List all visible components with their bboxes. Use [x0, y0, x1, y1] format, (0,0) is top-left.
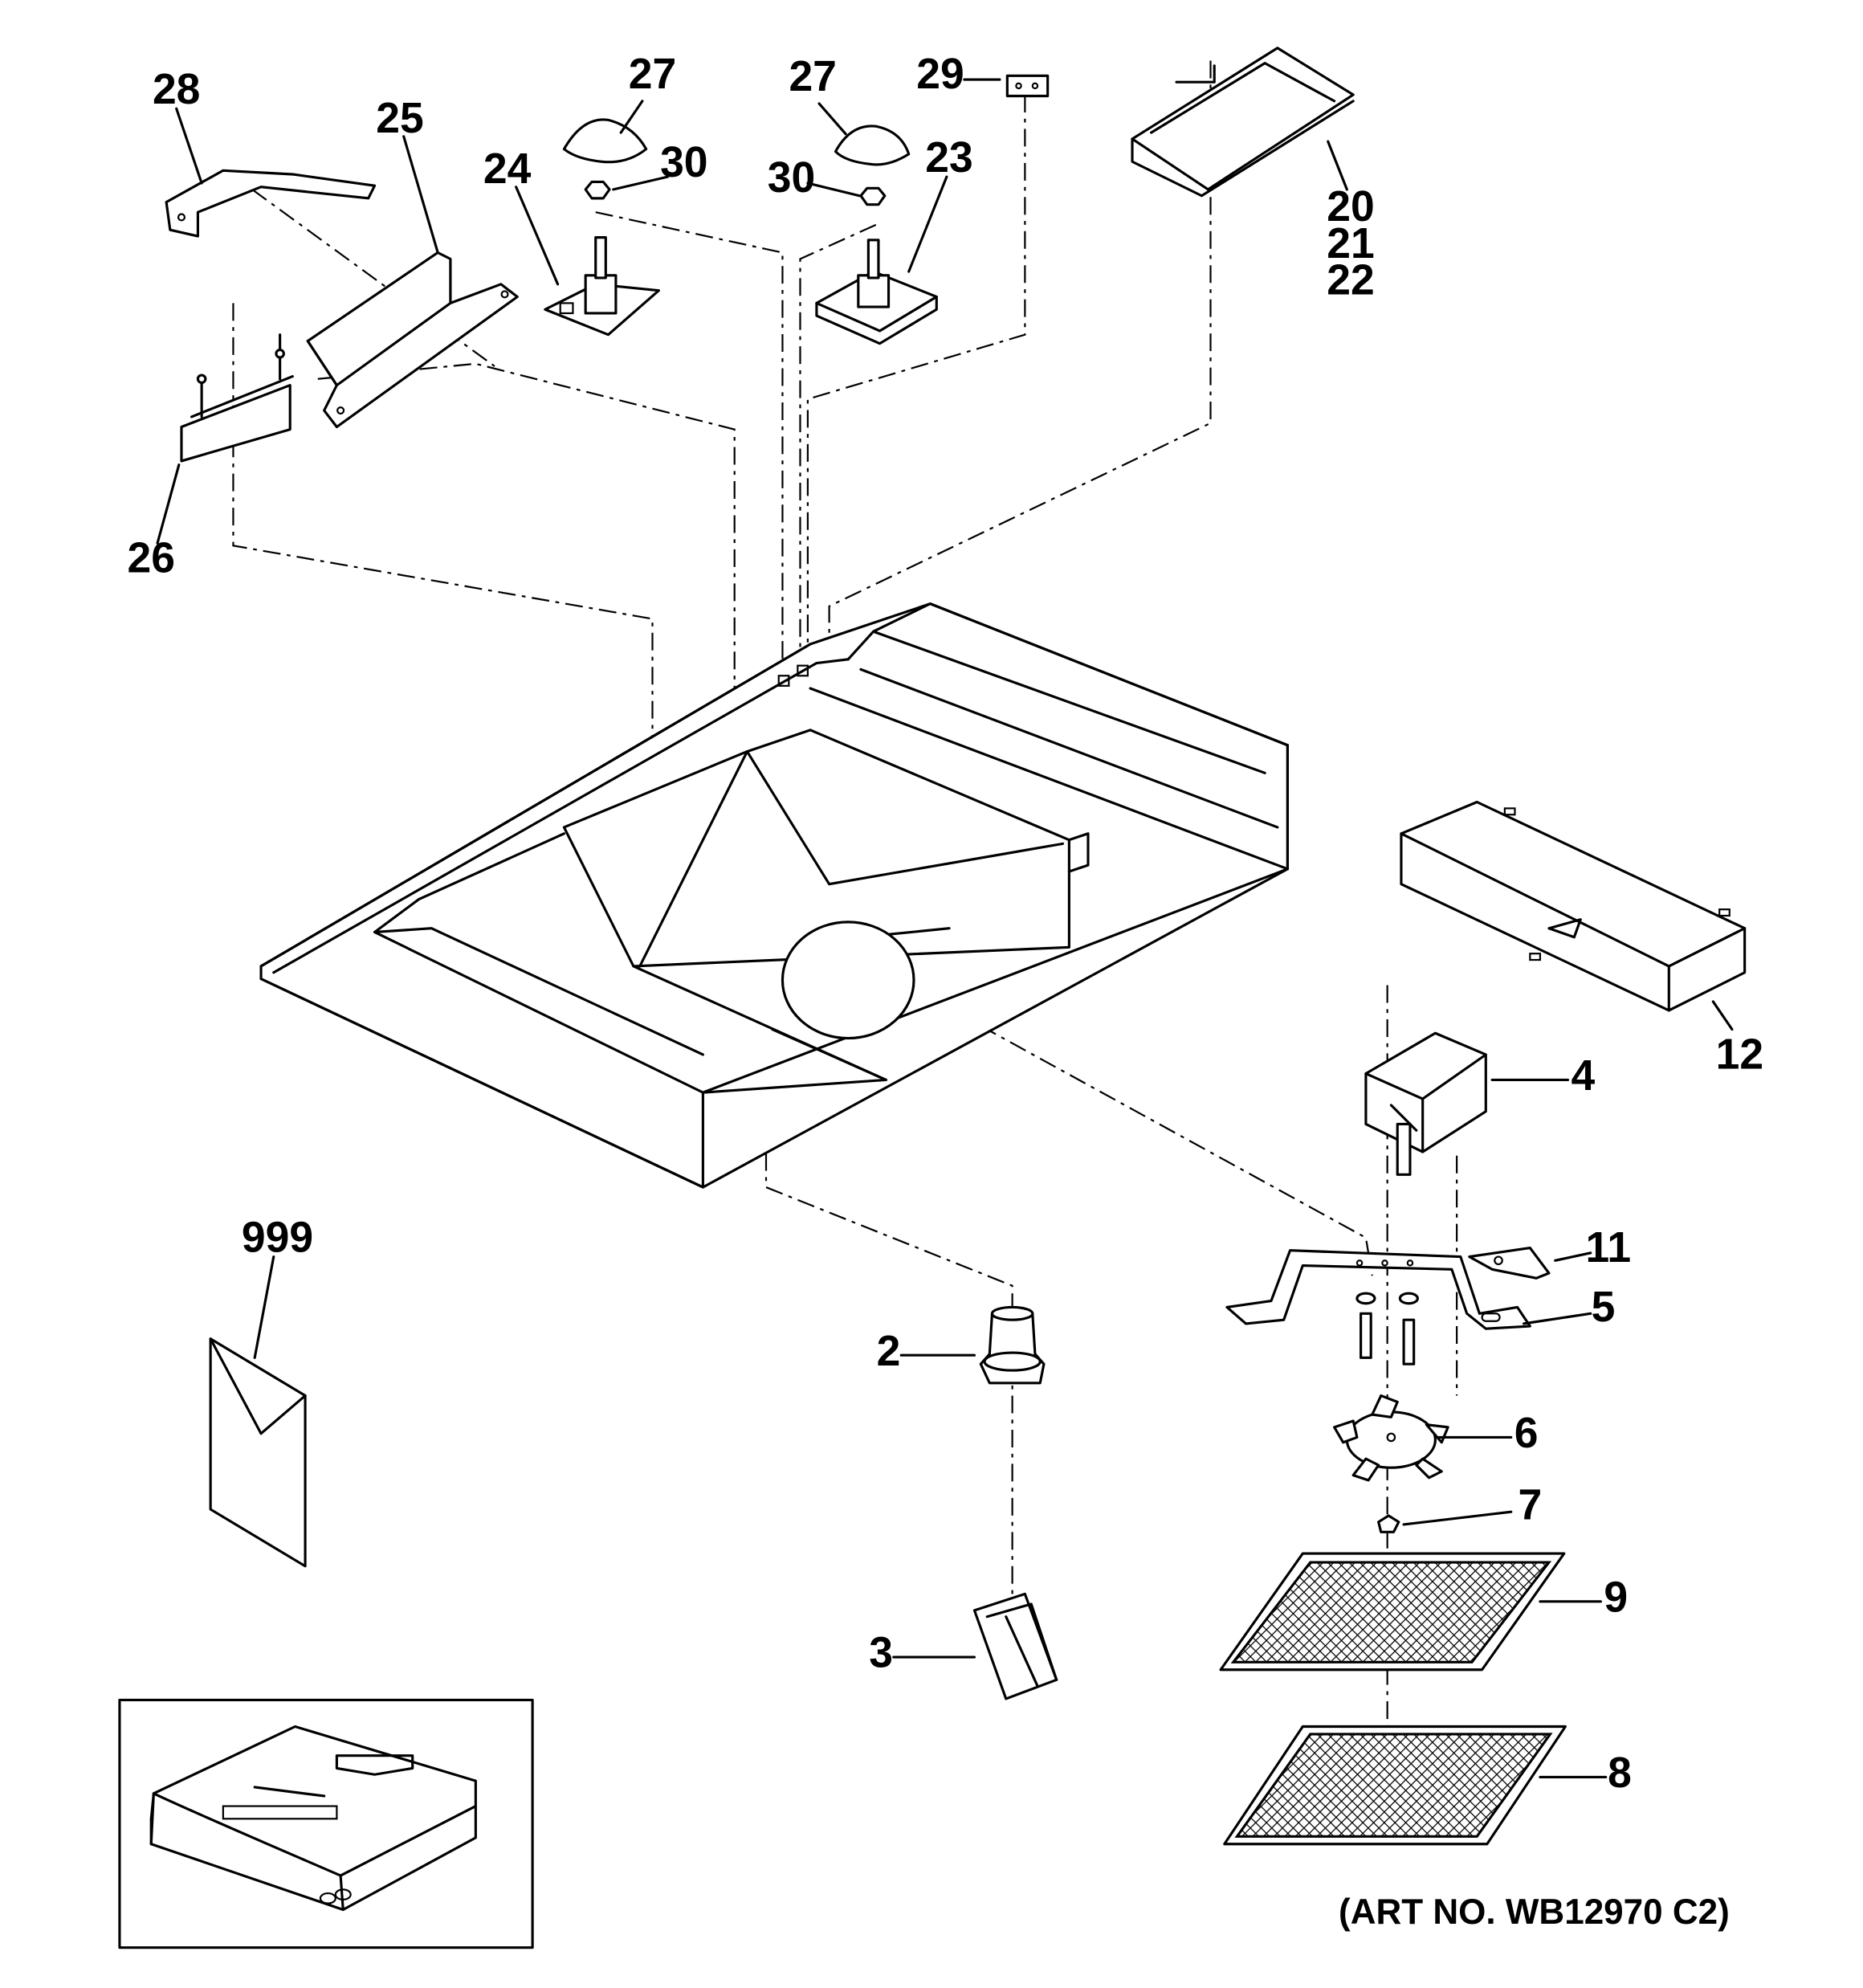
- callout-27-left: 27: [629, 51, 676, 98]
- callout-20: 20: [1327, 183, 1374, 231]
- callout-5: 5: [1592, 1284, 1616, 1331]
- part-27-knob-left: [562, 118, 648, 164]
- callout-21: 21: [1327, 220, 1374, 267]
- part-27-knob-right: [834, 125, 911, 166]
- callout-labels: 28 25 24 27 30 27 30 23 29 20 21 22 26 1…: [128, 51, 1764, 1797]
- callout-29: 29: [916, 51, 964, 98]
- part-5-motor-bracket: [1225, 1249, 1531, 1330]
- callout-leader-lines: [156, 78, 1734, 1778]
- part-8-filter: [1223, 1725, 1567, 1846]
- part-9-filter: [1219, 1552, 1566, 1672]
- callout-22: 22: [1327, 256, 1374, 304]
- callout-27-right: 27: [789, 53, 836, 100]
- part-4-motor: [1364, 1031, 1487, 1176]
- part-30-nut-left: [584, 180, 611, 200]
- callout-26: 26: [128, 534, 175, 582]
- part-2-lamp-socket: [979, 1305, 1046, 1385]
- part-28-bracket: [165, 169, 377, 238]
- callout-2: 2: [877, 1328, 901, 1375]
- part-23-switch: [815, 239, 938, 345]
- callout-999: 999: [242, 1214, 313, 1261]
- callout-7: 7: [1518, 1482, 1542, 1529]
- range-hood-body: [259, 602, 1289, 1189]
- callout-30-right: 30: [768, 154, 815, 202]
- mounting-screws: [1355, 1292, 1419, 1365]
- callout-25: 25: [376, 95, 423, 142]
- part-999-literature: [209, 1337, 307, 1568]
- callout-8: 8: [1608, 1749, 1632, 1797]
- callout-24: 24: [483, 145, 532, 193]
- callout-23: 23: [925, 134, 972, 182]
- part-12-cover-box: [1400, 800, 1747, 1012]
- art-number-label: (ART NO. WB12970 C2): [1339, 1892, 1730, 1932]
- part-29-switch: [1005, 74, 1050, 98]
- callout-6: 6: [1514, 1410, 1539, 1457]
- part-3-light-lens: [972, 1592, 1058, 1700]
- callout-11: 11: [1586, 1224, 1632, 1272]
- callout-4: 4: [1572, 1052, 1596, 1100]
- callout-12: 12: [1716, 1031, 1763, 1078]
- assembled-hood-inset: [118, 1698, 534, 1949]
- part-11-clip: [1468, 1246, 1551, 1280]
- part-20-duct-box: [1131, 47, 1355, 198]
- part-6-fan-blade: [1333, 1394, 1449, 1482]
- part-25-bracket: [306, 251, 519, 429]
- part-7-nut: [1377, 1514, 1400, 1533]
- part-30-nut-right: [859, 186, 887, 206]
- callout-9: 9: [1604, 1574, 1628, 1621]
- part-24-switch: [544, 236, 660, 337]
- callout-30-left: 30: [660, 139, 707, 186]
- part-26-plate: [180, 333, 294, 463]
- callout-3: 3: [869, 1630, 893, 1677]
- callout-28: 28: [153, 66, 200, 113]
